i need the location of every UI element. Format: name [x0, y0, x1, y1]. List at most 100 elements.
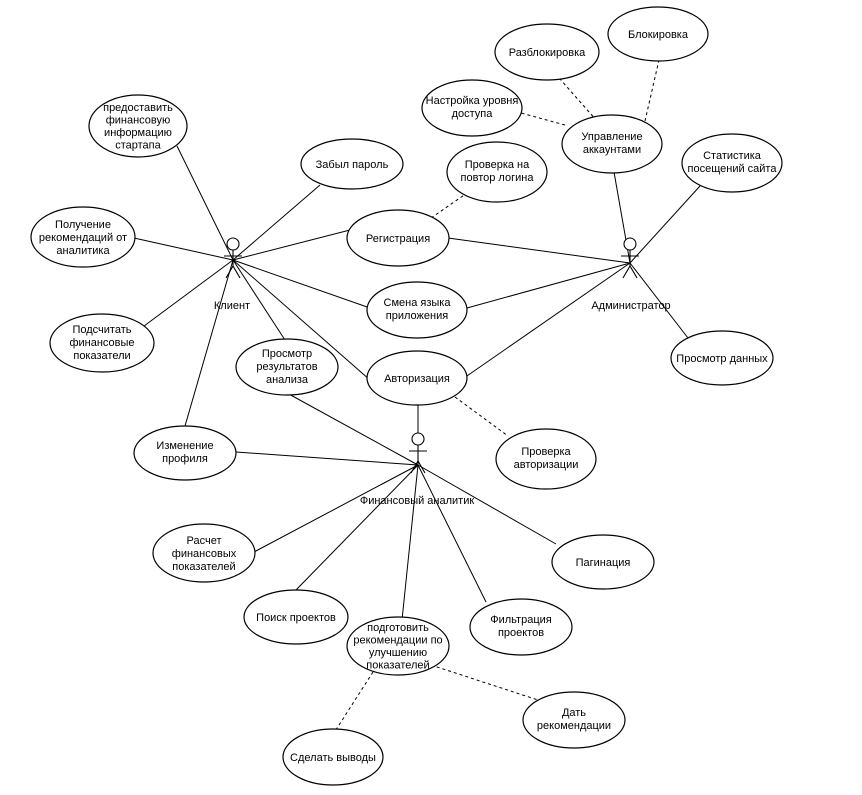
client-associations	[133, 145, 371, 427]
svg-text:Пагинация: Пагинация	[576, 557, 631, 569]
calc-indicators-line-2: финансовых	[172, 548, 237, 560]
provide-info-line-4: стартапа	[115, 140, 161, 152]
provide-info-line-3: информацию	[104, 127, 172, 139]
use-case-registration[interactable]: Регистрация	[346, 209, 450, 267]
assoc-client-get-recommendations	[133, 237, 234, 261]
assoc-admin-view-data	[629, 262, 689, 339]
use-case-block[interactable]: Блокировка	[607, 6, 709, 62]
dep-prepare-give-recommendations	[430, 664, 539, 701]
get-recommendations-line-3: аналитика	[56, 245, 110, 257]
assoc-client-forgot-password	[232, 184, 321, 261]
assoc-analyst-view-results	[286, 392, 419, 466]
svg-text:Регистрация: Регистрация	[366, 233, 430, 245]
filter-projects-line-2: проектов	[498, 627, 544, 639]
calc-indicators-line-3: показателей	[172, 561, 235, 573]
assoc-admin-change-language	[466, 262, 631, 309]
assoc-admin-authorization	[463, 262, 631, 379]
prepare-recommendations-line-3: улучшению	[369, 647, 427, 659]
svg-text:Авторизация: Авторизация	[384, 373, 450, 385]
assoc-analyst-pagination	[417, 464, 557, 545]
use-case-view-data[interactable]: Просмотр данных	[670, 330, 774, 386]
assoc-client-edit-profile	[184, 259, 234, 427]
give-recommendations-line-2: рекомендации	[537, 720, 611, 732]
check-login-line-2: повтор логина	[461, 172, 535, 184]
view-results-line-2: результатов	[256, 361, 317, 373]
assoc-client-calc-indicators	[139, 259, 234, 330]
access-level-line-1: Настройка уровня	[426, 95, 519, 107]
manage-accounts-line-2: аккаунтами	[583, 144, 641, 156]
prepare-recommendations-line-1: подготовить	[367, 622, 429, 634]
assoc-analyst-search-projects	[295, 464, 419, 591]
assoc-client-provide-info	[176, 145, 234, 261]
dep-registration-check-login	[430, 190, 471, 219]
actor-admin[interactable]: Администратор	[591, 237, 671, 312]
assoc-client-change-language	[232, 259, 371, 309]
use-case-search-projects[interactable]: Поиск проектов	[243, 589, 349, 645]
use-case-unblock[interactable]: Разблокировка	[494, 23, 600, 81]
calc-indicators-client-line-3: показатели	[73, 350, 130, 362]
make-conclusions-line-1: Сделать выводы	[290, 752, 376, 764]
calc-indicators-line-1: Расчет	[187, 535, 222, 547]
actor-admin-label: Администратор	[591, 300, 670, 312]
actor-analyst-label: Финансовый аналитик	[360, 495, 475, 507]
svg-text:Сделать выводы: Сделать выводы	[290, 752, 376, 764]
svg-text:Разблокировка: Разблокировка	[509, 47, 586, 59]
manage-accounts-line-1: Управление	[581, 131, 642, 143]
check-auth-line-1: Проверка	[521, 446, 571, 458]
give-recommendations-line-1: Дать	[562, 707, 586, 719]
site-stats-line-1: Статистика	[703, 150, 762, 162]
view-data-line-1: Просмотр данных	[676, 353, 768, 365]
assoc-admin-site-stats	[629, 185, 701, 264]
assoc-admin-registration	[447, 237, 631, 264]
assoc-analyst-filter-projects	[417, 464, 487, 603]
assoc-analyst-calc-indicators	[253, 464, 419, 553]
actor-analyst[interactable]: Финансовый аналитик	[360, 432, 475, 507]
dep-authorization-check-auth	[454, 396, 509, 437]
use-case-pagination[interactable]: Пагинация	[551, 534, 655, 590]
provide-info-line-1: предоставить	[103, 102, 173, 114]
dep-manage-unblock	[559, 78, 598, 122]
calc-indicators-client-line-2: финансовые	[69, 337, 134, 349]
client-head	[226, 237, 240, 251]
change-language-line-1: Смена языка	[384, 297, 452, 309]
unblock-line-1: Разблокировка	[509, 47, 586, 59]
actor-client[interactable]: Клиент	[214, 237, 250, 312]
filter-projects-line-1: Фильтрация	[490, 614, 552, 626]
assoc-analyst-prepare-recommendations	[401, 464, 419, 621]
dep-prepare-conclusions	[331, 671, 374, 737]
provide-info-line-2: финансовую	[106, 115, 171, 127]
use-case-make-conclusions[interactable]: Сделать выводы	[282, 728, 384, 786]
calc-indicators-client-line-1: Подсчитать	[72, 324, 131, 336]
actor-client-label: Клиент	[214, 300, 250, 312]
use-case-authorization[interactable]: Авторизация	[366, 350, 468, 406]
use-case-forgot-password[interactable]: Забыл пароль	[300, 138, 404, 190]
dep-manage-block	[644, 59, 660, 122]
site-stats-line-2: посещений сайта	[688, 163, 778, 175]
admin-associations	[447, 171, 701, 379]
